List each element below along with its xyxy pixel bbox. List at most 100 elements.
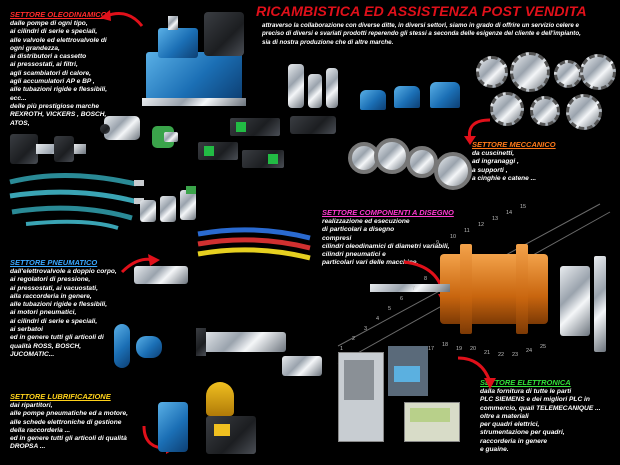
lubrication-pumps-image bbox=[156, 378, 266, 462]
section-line: a supporti , bbox=[472, 166, 508, 174]
section-line: dalle pompe di ogni tipo, bbox=[10, 20, 88, 27]
drawing-number: 12 bbox=[478, 222, 485, 228]
section-line: ogni grandezza, bbox=[10, 44, 60, 52]
section-line: raccorderia in genere bbox=[480, 437, 548, 445]
drawing-number: 8 bbox=[424, 276, 428, 282]
intro-line: sia di nostra produzione che di altre ma… bbox=[262, 38, 394, 46]
cylinder-image bbox=[10, 128, 90, 172]
section-line: ai pressostati, ai vacuostati, bbox=[10, 284, 98, 292]
red-arrow-icon bbox=[457, 356, 496, 389]
section-title-meccanico: SETTORE MECCANICO bbox=[472, 140, 556, 149]
drawing-number: 4 bbox=[376, 316, 380, 322]
section-line: ai pressostati, ai filtri, bbox=[10, 61, 78, 69]
section-line: ed in genere tutti gli articoli di bbox=[10, 334, 104, 342]
section-line: JUCOMATIC... bbox=[10, 350, 55, 358]
pillow-block-supports-image bbox=[360, 82, 470, 116]
section-body-meccanico: da cuscinetti, ad ingranaggi , a support… bbox=[472, 150, 556, 183]
gear-pump-image bbox=[150, 122, 180, 152]
drawing-number: 11 bbox=[464, 228, 470, 234]
drawing-number: 24 bbox=[526, 348, 533, 354]
drawing-number: 25 bbox=[540, 344, 547, 350]
large-pneumatic-cylinder-image bbox=[196, 322, 296, 362]
section-title-elettronica: SETTORE ELETTRONICA bbox=[480, 378, 571, 387]
pump-image bbox=[100, 112, 144, 146]
section-line: REXROTH, VICKERS , BOSCH, bbox=[10, 111, 107, 119]
drawing-number: 10 bbox=[450, 234, 457, 240]
section-line: della raccorderia ... bbox=[10, 426, 71, 434]
section-line: alle tubazioni rigide e flessibili, bbox=[10, 86, 108, 94]
section-line: per quadri elettrici, bbox=[480, 421, 540, 429]
section-line: alle tubazioni rigide e flessibili, bbox=[10, 301, 108, 309]
section-line: DROPSA ... bbox=[10, 443, 46, 451]
section-line: di particolari a disegno bbox=[322, 226, 395, 234]
section-line: alle valvole ed elettrovalvole di bbox=[10, 36, 107, 44]
red-arrow-icon bbox=[464, 118, 491, 145]
section-line: ai distributori a cassetto bbox=[10, 53, 87, 61]
section-oleodinamico: SETTORE OLEODINAMICO dalle pompe di ogni… bbox=[10, 10, 107, 128]
section-line: e guaine. bbox=[480, 446, 509, 454]
drawing-number: 15 bbox=[520, 204, 527, 210]
section-line: agli accumulatori AP e BP , bbox=[10, 78, 95, 86]
section-line: ATOS, bbox=[10, 119, 30, 127]
section-title-lubrificazione: SETTORE LUBRIFICAZIONE bbox=[10, 392, 111, 401]
drawing-number: 5 bbox=[388, 306, 392, 312]
section-componenti: SETTORE COMPONENTI A DISEGNO realizzazio… bbox=[322, 208, 454, 268]
section-line: ai serbatoi bbox=[10, 326, 43, 334]
drawing-number: 1 bbox=[340, 346, 344, 352]
red-arrow-icon bbox=[120, 254, 160, 274]
section-line: oltre a materiali bbox=[480, 412, 529, 420]
section-lubrificazione: SETTORE LUBRIFICAZIONE dai ripartitori, … bbox=[10, 392, 128, 452]
section-body-lubrificazione: dai ripartitori, alle pompe pneumatiche … bbox=[10, 402, 128, 452]
drawing-number: 23 bbox=[512, 352, 519, 358]
drawing-number: 18 bbox=[442, 342, 449, 348]
section-title-componenti: SETTORE COMPONENTI A DISEGNO bbox=[322, 208, 454, 217]
section-line: dalla fornitura di tutte le parti bbox=[480, 388, 572, 395]
section-elettronica: SETTORE ELETTRONICA dalla fornitura di t… bbox=[480, 378, 601, 454]
gears-image bbox=[470, 52, 616, 136]
drawing-number: 14 bbox=[506, 210, 513, 216]
section-title-oleodinamico: SETTORE OLEODINAMICO bbox=[10, 10, 107, 19]
section-line: dai ripartitori, bbox=[10, 402, 53, 409]
drawing-number: 6 bbox=[400, 296, 404, 302]
section-pneumatico: SETTORE PNEUMATICO dall'elettrovalvole a… bbox=[10, 258, 117, 359]
section-line: particolari vari delle macchine. bbox=[322, 259, 419, 267]
section-body-pneumatico: dall'elettrovalvole a doppio corpo, ai r… bbox=[10, 268, 117, 359]
drawing-number: 2 bbox=[352, 336, 356, 342]
plc-panels-image bbox=[334, 346, 462, 446]
section-line: ai cilindri di serie e speciali, bbox=[10, 317, 98, 325]
section-line: qualità ROSS, BOSCH, bbox=[10, 342, 82, 350]
drawing-number: 21 bbox=[484, 350, 491, 356]
section-line: ai regolatori di pressione, bbox=[10, 276, 91, 284]
section-line: agli scambiatori di calore, bbox=[10, 69, 91, 77]
red-arrow-icon bbox=[100, 10, 144, 27]
bearings-image bbox=[348, 132, 472, 190]
section-line: PLC SIEMENS e dei migliori PLC in bbox=[480, 396, 590, 404]
section-line: ai motori pneumatici, bbox=[10, 309, 77, 317]
section-line: alla raccorderia in genere, bbox=[10, 292, 92, 300]
section-line: a cinghie e catene ... bbox=[472, 174, 537, 182]
section-line: alle pompe pneumatiche ed a motore, bbox=[10, 410, 128, 418]
pneumatic-valves-image bbox=[282, 352, 328, 382]
section-line: strumentazione per quadri, bbox=[480, 429, 565, 437]
section-body-componenti: realizzazione ed esecuzione di particola… bbox=[322, 218, 454, 268]
fittings-image bbox=[140, 186, 210, 230]
exploded-cylinder-drawing bbox=[330, 196, 616, 372]
hoses-image bbox=[9, 173, 144, 230]
page-title: RICAMBISTICA ED ASSISTENZA POST VENDITA bbox=[256, 4, 587, 20]
section-line: ed in genere tutti gli articoli di quali… bbox=[10, 435, 127, 443]
section-meccanico: SETTORE MECCANICO da cuscinetti, ad ingr… bbox=[472, 140, 556, 183]
drawing-number: 3 bbox=[364, 326, 368, 332]
drawing-number: 9 bbox=[436, 240, 440, 246]
intro-line: attraverso la collaborazione con diverse… bbox=[262, 22, 579, 29]
section-line: alle schede elettroniche di gestione bbox=[10, 418, 122, 426]
section-line: cilindri oleodinamici di diametri variab… bbox=[322, 242, 450, 250]
drawing-number: 17 bbox=[428, 346, 435, 352]
air-tanks-image bbox=[114, 320, 164, 370]
drawing-number: 19 bbox=[456, 346, 463, 352]
drawing-number: 13 bbox=[492, 216, 499, 222]
section-line: ai cilindri di serie e speciali, bbox=[10, 28, 98, 36]
hydraulic-power-unit-image bbox=[138, 12, 256, 112]
section-line: commercio, quali TELEMECANIQUE ... bbox=[480, 404, 601, 412]
drawing-number: 20 bbox=[470, 346, 477, 352]
section-line: dall'elettrovalvole a doppio corpo, bbox=[10, 268, 117, 275]
